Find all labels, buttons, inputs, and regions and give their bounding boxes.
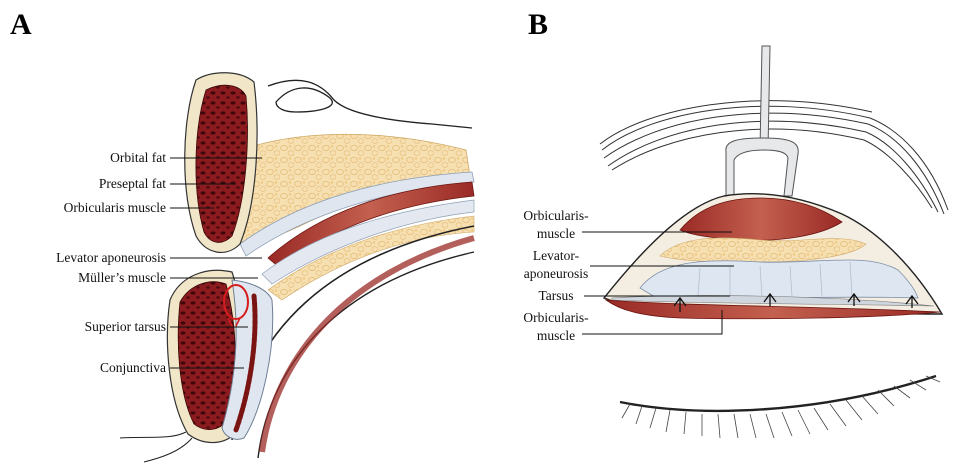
label-conjunctiva: Conjunctiva [100,360,166,375]
label-b-levator-line2: aponeurosis [524,266,589,281]
panel-b-letter: B [528,8,548,41]
label-orbicularis-muscle: Orbicularis muscle [64,200,166,215]
label-muller-muscle: Müller’s muscle [78,270,166,285]
panel-a-drawing [120,73,474,462]
label-b-orbicularis-2-line1: Orbicularis- [523,310,589,325]
label-levator-aponeurosis: Levator aponeurosis [56,250,166,265]
label-b-orbicularis-1-line2: muscle [537,226,575,241]
label-b-orbicularis-2-line2: muscle [537,328,575,343]
label-b-tarsus: Tarsus [538,288,573,303]
panel-a-letter: A [10,8,32,41]
label-preseptal-fat: Preseptal fat [99,176,166,191]
panel-a: A [10,8,474,462]
label-b-orbicularis-1-line1: Orbicularis- [523,208,589,223]
panel-b-drawing [600,46,948,438]
eyelashes [620,376,940,438]
label-b-levator-line1: Levator- [533,248,580,263]
panel-b: B [523,8,948,438]
label-superior-tarsus: Superior tarsus [85,319,166,334]
label-orbital-fat: Orbital fat [110,150,166,165]
